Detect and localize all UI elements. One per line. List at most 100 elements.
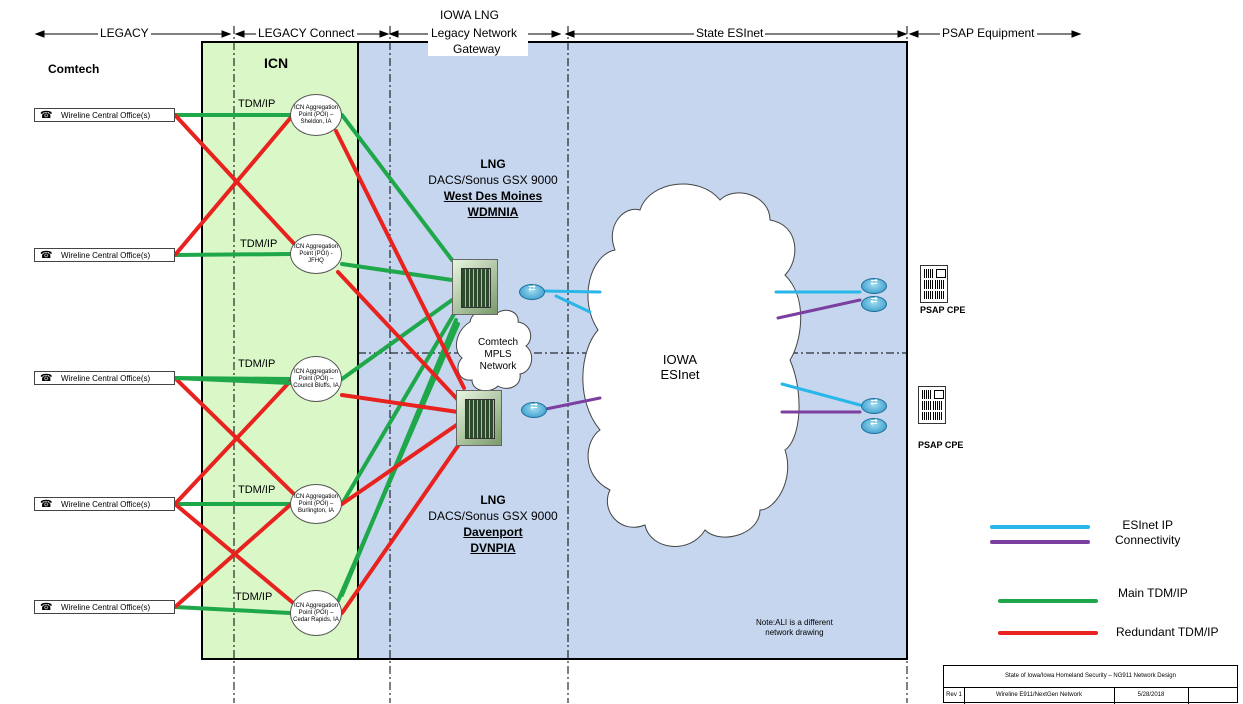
router-icon [861,295,887,312]
title-block-title: State of Iowa/Iowa Homeland Security – N… [944,666,1237,688]
lng-bottom-code: DVNPIA [470,541,516,555]
redundant-link [340,438,464,615]
title-block-date: 5/28/2018 [1114,687,1189,704]
central-office-label: Wireline Central Office(s) [61,603,151,612]
phone-icon: ☎ [40,110,53,121]
lng-bottom-title: LNG [480,493,506,507]
esinet-link [776,298,862,320]
central-office-label: Wireline Central Office(s) [61,251,151,260]
zone-lng-sub1: Legacy Network [429,26,520,40]
title-block-rev: Rev 1 [944,687,965,704]
legend-esinet-line: ESInet IP [1122,518,1174,532]
central-office-label: Wireline Central Office(s) [61,374,151,383]
mpls-cloud [455,309,533,392]
esinet-line: IOWA [662,352,698,367]
esinet-cloud-label: IOWA ESInet [650,352,710,382]
poi-node: ICN Aggregation Point (POI) – Cedar Rapi… [290,590,342,636]
esinet-cloud [582,183,802,547]
legend-esinet-label: ESInet IP Connectivity [1115,518,1180,548]
main-link [340,312,456,506]
tdm-ip-label: TDM/IP [238,484,276,496]
redundant-link [173,107,300,257]
main-link [336,322,460,603]
zone-iowa-lng-label: IOWA LNG [440,8,499,22]
comtech-label: Comtech [48,62,100,76]
redundant-link [334,129,466,390]
esinet-link [780,382,862,407]
icn-label: ICN [264,55,289,71]
icn-zone [201,41,359,660]
zone-legacy-label: LEGACY [98,26,151,40]
legend-esinet-line: Connectivity [1115,533,1181,547]
main-link [340,113,454,262]
lng-server-icon [452,259,498,315]
tdm-ip-label: TDM/IP [238,98,276,110]
phone-icon: ☎ [40,602,53,613]
router-icon [521,401,547,418]
mpls-line: MPLS [484,349,512,360]
lng-server-icon [456,390,502,446]
router-icon [861,397,887,414]
legend-redundant-label: Redundant TDM/IP [1116,625,1219,639]
central-office: ☎ Wireline Central Office(s) [34,108,175,122]
main-link [173,252,292,257]
central-office: ☎ Wireline Central Office(s) [34,497,175,511]
router-icon [861,417,887,434]
main-link [173,376,292,385]
poi-node: ICN Aggregation Point (POI) - JFHQ [290,234,342,274]
redundant-link [336,270,460,402]
mpls-line: Network [479,361,517,372]
lng-top-model: DACS/Sonus GSX 9000 [428,173,558,187]
tdm-ip-label: TDM/IP [238,358,276,370]
main-link [173,605,292,615]
tdm-ip-label: TDM/IP [240,238,278,250]
router-icon [861,277,887,294]
redundant-link [173,496,300,609]
ali-note: Note:ALI is a different network drawing [756,618,833,638]
lng-top-block: LNG DACS/Sonus GSX 9000 West Des Moines … [418,156,568,220]
central-office-label: Wireline Central Office(s) [61,500,151,509]
esinet-link [544,396,602,411]
lng-top-city: West Des Moines [443,189,543,203]
lng-bottom-block: LNG DACS/Sonus GSX 9000 Davenport DVNPIA [418,492,568,556]
zone-lng-sub2: Gateway [453,42,501,56]
mpls-line: Comtech [477,337,518,348]
mpls-cloud-label: Comtech MPLS Network [472,337,524,373]
poi-node: ICN Aggregation Point (POI) – Burlington… [290,484,342,524]
zone-state-esinet-label: State ESInet [694,26,766,40]
note-line: Note:ALI is a different [756,618,833,627]
lng-bottom-model: DACS/Sonus GSX 9000 [428,509,558,523]
zone-legacy-connect-label: LEGACY Connect [256,26,357,40]
redundant-link [340,422,460,506]
central-office: ☎ Wireline Central Office(s) [34,248,175,262]
esinet-line: ESInet [660,367,700,382]
redundant-link [173,502,300,609]
note-line: network drawing [765,628,824,637]
lng-top-code: WDMNIA [467,205,519,219]
psap-cpe-icon [918,386,946,424]
title-block: State of Iowa/Iowa Homeland Security – N… [943,665,1238,704]
zone-psap-equipment-label: PSAP Equipment [940,26,1037,40]
poi-node: ICN Aggregation Point (POI) – Council Bl… [290,356,342,402]
router-icon [519,283,545,300]
psap-cpe-label: PSAP CPE [920,305,966,315]
poi-node: ICN Aggregation Point (POI) – Sheldon, I… [290,94,342,136]
psap-cpe-label: PSAP CPE [918,440,964,450]
phone-icon: ☎ [40,250,53,261]
redundant-link [340,393,460,414]
main-link [340,298,454,381]
phone-icon: ☎ [40,373,53,384]
zone-arrows [34,30,1082,38]
links [173,107,1098,635]
esinet-link [554,294,592,314]
psap-cpe-icon [920,265,948,303]
central-office-label: Wireline Central Office(s) [61,111,151,120]
esinet-link [541,289,602,294]
lng-top-title: LNG [480,157,506,171]
tdm-ip-label: TDM/IP [235,591,273,603]
redundant-link [173,371,300,506]
lng-bottom-city: Davenport [463,525,523,539]
central-office: ☎ Wireline Central Office(s) [34,600,175,614]
main-link [340,262,454,282]
